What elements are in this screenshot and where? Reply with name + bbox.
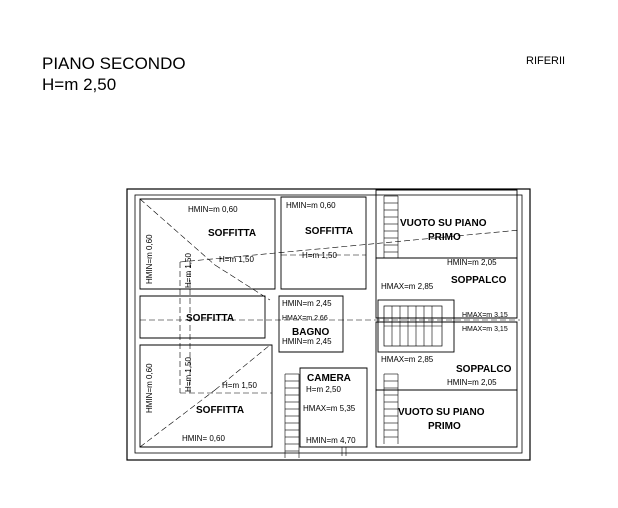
label-soffitta-middle-left: SOFFITTA — [186, 313, 234, 324]
dim-hmax-315-b: HMAX=m 3,15 — [462, 326, 508, 333]
label-vuoto-bottom-line1: VUOTO SU PIANO — [398, 407, 485, 418]
label-soffitta-top-left: SOFFITTA — [208, 228, 256, 239]
label-camera: CAMERA — [307, 373, 351, 384]
outer-wall-inner — [134, 194, 523, 454]
dim-h150-top-left: H=m 1,50 — [219, 255, 254, 264]
dim-hmin-470: HMIN=m 4,70 — [306, 436, 356, 445]
label-bagno: BAGNO — [292, 327, 329, 338]
room-camera — [299, 367, 368, 448]
dim-hmax-266: HMAX=m 2,66 — [282, 315, 328, 322]
stair-steps — [284, 195, 442, 458]
dim-hmin-060-left-vertical: HMIN=m 0,60 — [145, 234, 154, 284]
dim-h250-camera: H=m 2,50 — [306, 385, 341, 394]
dim-h150-vertical-top: H=m 1,50 — [184, 253, 193, 288]
plan-height: H=m 2,50 — [42, 75, 117, 94]
dim-h150-bottom-left: H=m 1,50 — [222, 381, 257, 390]
label-vuoto-top-line1: VUOTO SU PIANO — [400, 218, 487, 229]
label-soppalco-bottom: SOPPALCO — [456, 364, 512, 375]
dim-h150-top-center: H=m 1,50 — [302, 251, 337, 260]
dim-hmax-285-top: HMAX=m 2,85 — [381, 282, 434, 291]
dim-hmin-060-bottom-left: HMIN= 0,60 — [182, 434, 225, 443]
dim-h150-vertical-bottom: H=m 1,50 — [184, 357, 193, 392]
dim-hmin-245-b: HMIN=m 2,45 — [282, 337, 332, 346]
dim-hmax-285-bottom: HMAX=m 2,85 — [381, 355, 434, 364]
label-vuoto-bottom-line2: PRIMO — [428, 421, 461, 432]
stair-well — [377, 299, 455, 353]
slope-lines — [139, 198, 521, 448]
label-soffitta-top-center: SOFFITTA — [305, 226, 353, 237]
plan-title: PIANO SECONDO — [42, 54, 186, 73]
dim-hmin-060-top-center: HMIN=m 0,60 — [286, 201, 336, 210]
room-soffitta-bottom-left — [139, 344, 273, 448]
room-bagno — [278, 295, 344, 353]
dim-hmax-535: HMAX=m 5,35 — [303, 404, 356, 413]
outer-wall-outer — [126, 188, 531, 461]
room-vuoto-bottom — [375, 389, 518, 448]
dim-hmin-205-bottom: HMIN=m 2,05 — [447, 378, 497, 387]
room-soffitta-middle-left — [139, 295, 266, 339]
room-soppalco-top — [375, 257, 518, 319]
dim-hmax-315-a: HMAX=m 3,15 — [462, 312, 508, 319]
dim-hmin-060-left-vertical-bottom: HMIN=m 0,60 — [145, 363, 154, 413]
dim-hmin-060-top-left: HMIN=m 0,60 — [188, 205, 238, 214]
label-vuoto-top-line2: PRIMO — [428, 232, 461, 243]
label-soffitta-bottom-left: SOFFITTA — [196, 405, 244, 416]
reference-label: RIFERII — [526, 55, 566, 67]
label-soppalco-top: SOPPALCO — [451, 275, 507, 286]
dim-hmin-245-a: HMIN=m 2,45 — [282, 299, 332, 308]
room-soffitta-top-center — [280, 196, 367, 290]
dim-hmin-205-top: HMIN=m 2,05 — [447, 258, 497, 267]
room-soffitta-top-left — [139, 198, 276, 290]
